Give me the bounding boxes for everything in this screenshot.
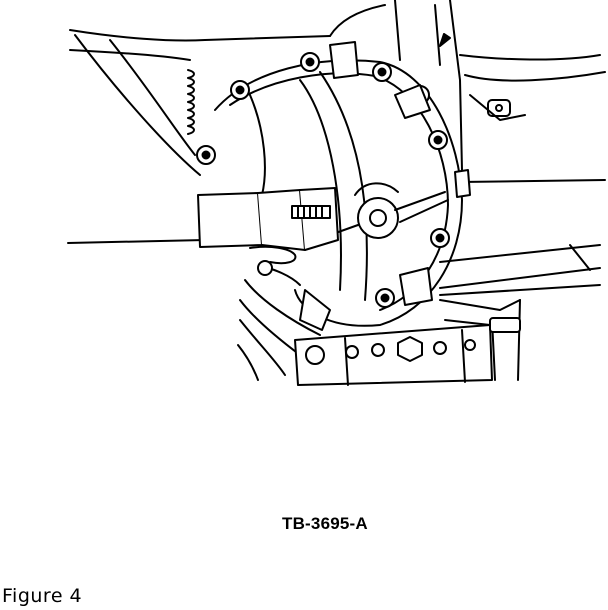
spring-coil [187, 69, 195, 135]
figure-caption: Figure 4 [2, 585, 83, 607]
body-panel-upper-left [69, 4, 386, 176]
support-bracket [197, 187, 339, 251]
illustration-reference-code: TB-3695-A [282, 514, 368, 533]
technical-illustration [67, 0, 606, 386]
upper-right-linkage [439, 33, 606, 121]
lower-right-structure [439, 299, 521, 333]
mounting-tabs [329, 41, 471, 306]
lower-linkage [237, 245, 331, 381]
crossmember-lines [67, 179, 606, 296]
release-fork [329, 182, 449, 239]
lower-crossmember-plate [294, 324, 493, 386]
